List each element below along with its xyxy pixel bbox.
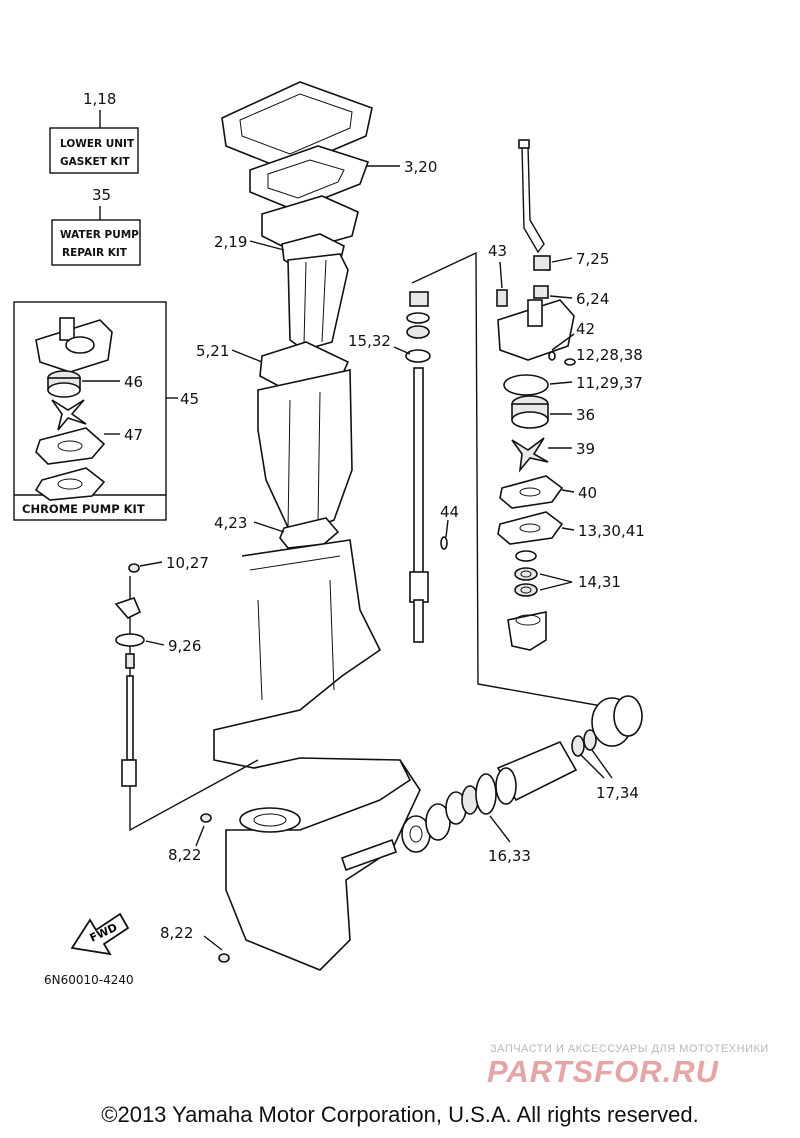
gasket-40: [499, 475, 564, 509]
water-tube: [518, 139, 545, 254]
key-44: [440, 536, 448, 550]
label-36: 36: [576, 406, 595, 424]
bearing-housing: [495, 740, 578, 805]
shift-rod: [121, 675, 137, 787]
label-39: 39: [576, 440, 595, 458]
washer: [515, 550, 537, 562]
fwd-arrow: FWD: [70, 912, 130, 956]
label-1-18: 1,18: [83, 90, 116, 108]
copyright-text: ©2013 Yamaha Motor Corporation, U.S.A. A…: [101, 1102, 699, 1127]
oring-11-29-37: [503, 374, 549, 396]
water-pump-repair-kit-line1: WATER PUMP: [60, 229, 139, 241]
label-13-30-41: 13,30,41: [578, 522, 645, 540]
oring-9-26: [115, 633, 145, 647]
label-4-23: 4,23: [214, 514, 247, 532]
bearing-top: [409, 291, 429, 307]
pin-42: [548, 351, 556, 361]
chrome-pump-kit-box: [13, 301, 167, 521]
bolt-43: [496, 289, 508, 307]
label-42: 42: [576, 320, 595, 338]
seal-6-24: [533, 285, 549, 299]
chrome-pump-gasket: [34, 467, 106, 501]
impeller-39: [511, 437, 549, 473]
oring-16-33: [475, 773, 497, 815]
label-11-29-37: 11,29,37: [576, 374, 643, 392]
label-12-28-38: 12,28,38: [576, 346, 643, 364]
seal-15-32: [405, 312, 431, 363]
circlip-10-27: [128, 563, 140, 573]
label-6-24: 6,24: [576, 290, 609, 308]
lower-casing: [213, 539, 421, 971]
label-46: 46: [124, 373, 143, 391]
chrome-pump-housing: [35, 317, 113, 373]
cap: [591, 695, 643, 747]
grommet-7-25: [533, 255, 551, 271]
label-5-21: 5,21: [196, 342, 229, 360]
plug-8-22-upper: [200, 813, 212, 823]
lower-unit-gasket-kit-box: [49, 127, 139, 174]
gasket-3-20: [249, 145, 370, 211]
upper-casing: [257, 369, 353, 538]
label-47: 47: [124, 426, 143, 444]
water-pump-repair-kit-box: [51, 219, 141, 266]
shift-rod-lever: [114, 597, 142, 619]
label-15-32: 15,32: [348, 332, 391, 350]
watermark-tagline: ЗАПЧАСТИ И АКСЕССУАРЫ ДЛЯ МОТОТЕХНИКИ: [490, 1043, 769, 1055]
plug-8-22-lower: [218, 953, 230, 963]
lower-unit-gasket-kit-line1: LOWER UNIT: [60, 138, 135, 150]
chrome-pump-insert: [47, 370, 81, 398]
label-43: 43: [488, 242, 507, 260]
label-16-33: 16,33: [488, 847, 531, 865]
label-10-27: 10,27: [166, 554, 209, 572]
spring: [125, 653, 135, 669]
plate-13-30-41: [497, 511, 564, 545]
label-40: 40: [578, 484, 597, 502]
label-9-26: 9,26: [168, 637, 201, 655]
label-45: 45: [180, 390, 199, 408]
chrome-pump-impeller: [51, 399, 87, 431]
label-3-20: 3,20: [404, 158, 437, 176]
label-35: 35: [92, 186, 111, 204]
label-8-22-upper: 8,22: [168, 846, 201, 864]
forward-gear: [401, 815, 431, 853]
lower-unit-gasket-kit-line2: GASKET KIT: [60, 156, 130, 168]
drive-shaft: [409, 367, 429, 643]
insert-36: [511, 395, 549, 429]
seals-17-34: [571, 729, 597, 757]
top-gasket-plate: [221, 81, 373, 171]
spacer-plate: [261, 195, 359, 253]
oil-seals-14-31: [514, 567, 538, 597]
propeller-shaft: [340, 838, 398, 872]
label-14-31: 14,31: [578, 573, 621, 591]
watermark-logo: PARTSFOR.RU: [487, 1054, 720, 1089]
chrome-pump-plate: [35, 427, 106, 465]
oil-seal-housing: [507, 611, 547, 651]
label-44: 44: [440, 503, 459, 521]
label-2-19: 2,19: [214, 233, 247, 251]
water-pump-repair-kit-line2: REPAIR KIT: [62, 247, 128, 259]
label-7-25: 7,25: [576, 250, 609, 268]
bearing-rings: [425, 785, 479, 841]
label-8-22-lower: 8,22: [160, 924, 193, 942]
exhaust-tube: [287, 253, 349, 351]
oring-12-28-38: [564, 358, 576, 366]
exploded-parts-diagram: 1,18 LOWER UNIT GASKET KIT 35 WATER PUMP…: [13, 81, 645, 987]
label-17-34: 17,34: [596, 784, 639, 802]
diagram-code: 6N60010-4240: [44, 973, 134, 987]
chrome-pump-kit-label: CHROME PUMP KIT: [22, 502, 145, 516]
pump-housing: [497, 299, 575, 361]
